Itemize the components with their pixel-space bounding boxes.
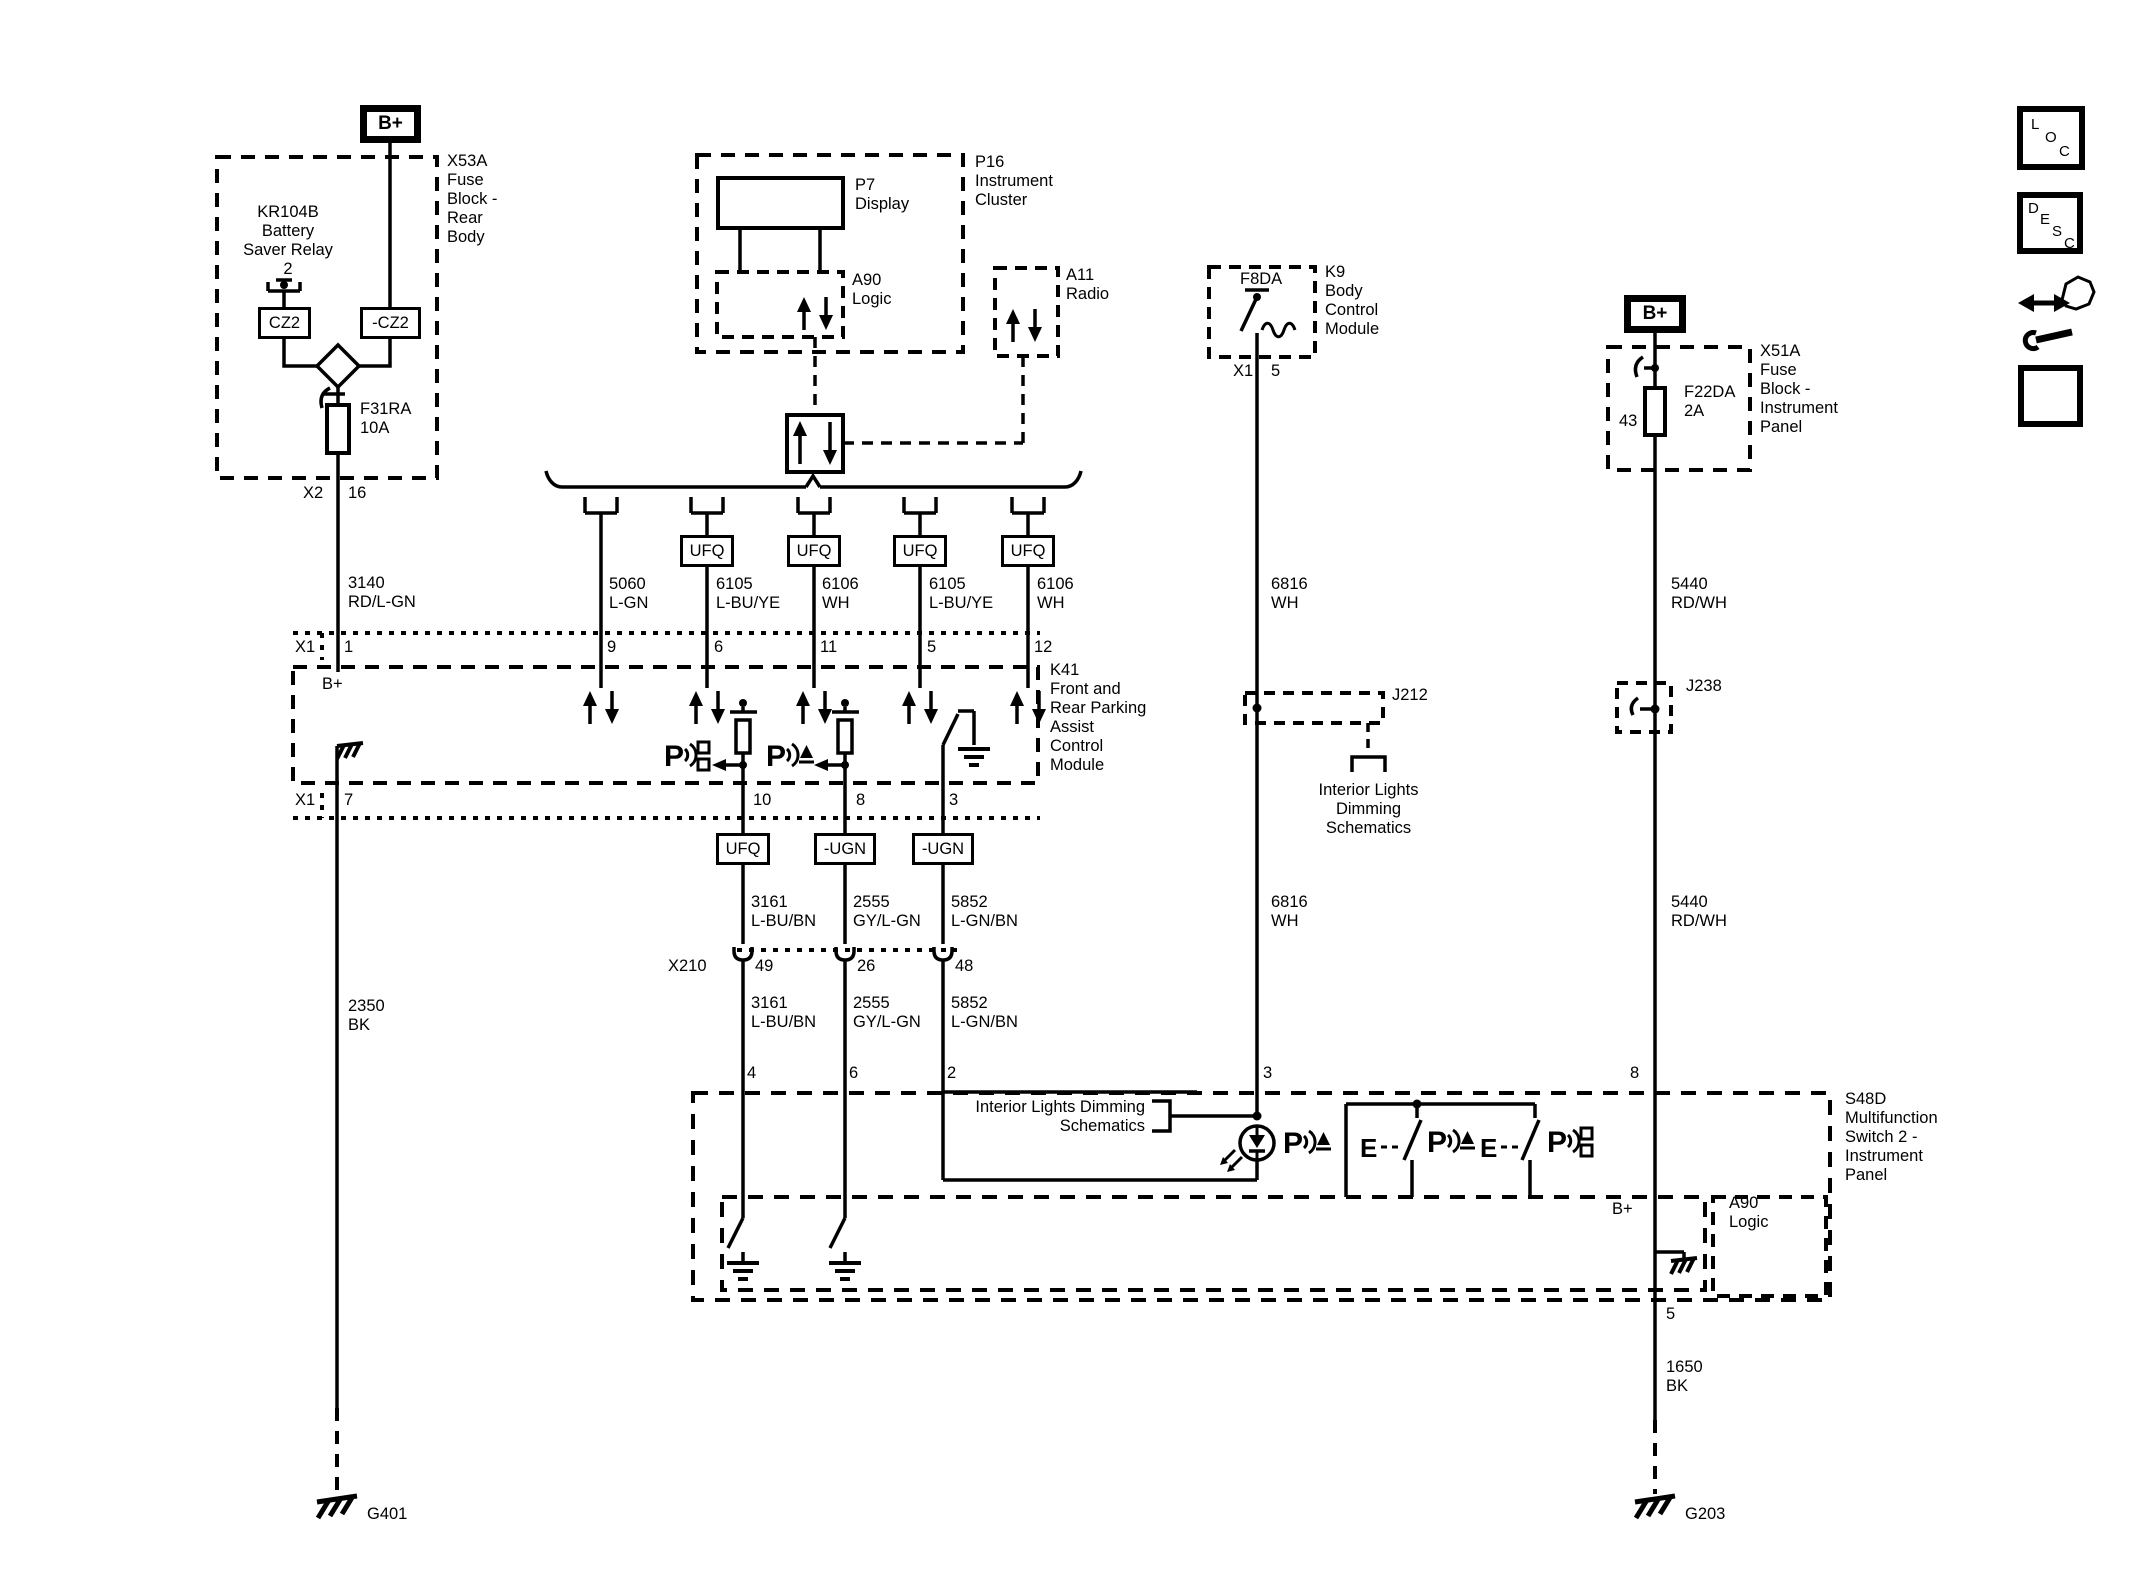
wire-6105-label: 6105 L-BU/YE [716,575,781,612]
f8da-fuse-label: F8DA [1240,270,1283,288]
x2-pin-16: 16 [348,484,367,502]
twisted-pair-ufq: UFQ [680,535,734,567]
wire-2555-label: 2555 GY/L-GN [853,893,921,930]
x210-connector-label: X210 [668,957,707,975]
k41-pin-5: 5 [927,638,937,656]
wire-3140-label: 3140 RD/L-GN [348,574,416,611]
x53a-fuse-block-lines [215,143,439,672]
k9-bcm-label: K9 Body Control Module [1325,263,1380,338]
twisted-pair-ufq: UFQ [893,535,947,567]
relay-terminal-neg-cz2: -CZ2 [360,307,421,339]
relay-terminal-cz2: CZ2 [258,307,311,339]
k41-pin-11: 11 [820,638,838,656]
wire-6106-label: 6106 WH [822,575,859,612]
x51a-lines [1606,333,1752,1300]
wire-3161-label: 3161 L-BU/BN [751,994,817,1031]
kr104b-relay-label: KR104B Battery Saver Relay 2 [243,203,333,278]
f22da-fuse-label: F22DA 2A [1684,383,1736,420]
desc-button[interactable]: D E S C [2017,192,2083,254]
wire-3161-label: 3161 L-BU/BN [751,893,817,930]
s48d-pin-5-out: 5 [1666,1305,1676,1323]
k9-x1-connector: X1 [1233,362,1254,380]
dimming-schematics-ref: Interior Lights Dimming Schematics [1318,781,1419,837]
k41-pin-1: 1 [344,638,354,656]
wire-5440-label: 5440 RD/WH [1671,893,1727,930]
bcm-lines [1207,265,1387,1116]
a11-radio-label: A11 Radio [1066,266,1110,303]
x210-pin-26: 26 [857,957,876,975]
switch-actuator-e: E [1480,1133,1497,1163]
k41-pin-6: 6 [714,638,724,656]
k41-x1-connector-bottom: X1 [295,791,316,809]
wire-6106-label: 6106 WH [1037,575,1074,612]
s48d-b-plus: B+ [1612,1200,1633,1218]
g203-ground-label: G203 [1685,1505,1726,1523]
x210-pin-48: 48 [955,957,974,975]
wire-5852-label: 5852 L-GN/BN [951,994,1018,1031]
s48d-pin-4: 4 [747,1064,757,1082]
wire-2555-label: 2555 GY/L-GN [853,994,921,1031]
k41-pin-9: 9 [607,638,617,656]
s48d-pin-2: 2 [947,1064,957,1082]
dimming-schematics-box-label: Interior Lights Dimming Schematics [975,1098,1145,1135]
k41-pin-7: 7 [344,791,354,809]
x51a-pin-43: 43 [1619,412,1638,430]
loc-button[interactable]: L O C [2017,106,2085,170]
g401-ground-label: G401 [367,1505,408,1523]
s48d-pin-6: 6 [849,1064,859,1082]
k41-x1-connector-top: X1 [295,638,316,656]
wire-5440-label: 5440 RD/WH [1671,575,1727,612]
next-page-button[interactable] [2018,365,2083,427]
twisted-pair-ufq: UFQ [1001,535,1055,567]
x2-connector-label: X2 [303,484,324,502]
wire-1650-label: 1650 BK [1666,1358,1703,1395]
wire-6816-label: 6816 WH [1271,575,1308,612]
wire-5852-label: 5852 L-GN/BN [951,893,1018,930]
k41-pin-12: 12 [1034,638,1053,656]
k41-pin-10: 10 [753,791,772,809]
p16-cluster-label: P16 Instrument Cluster [975,153,1053,209]
k41-module-lines [291,631,1048,833]
s48d-a90-logic-label: A90 Logic [1729,1194,1769,1231]
s48d-pin-8: 8 [1630,1064,1640,1082]
wire-6816-label: 6816 WH [1271,893,1308,930]
switch-actuator-e: E [1360,1133,1377,1163]
b-plus-terminal-left: B+ [360,105,421,143]
twisted-pair-neg-ugn: -UGN [912,833,974,865]
ground-wires [317,818,1675,1518]
a90-logic-label: A90 Logic [852,271,892,308]
x210-pin-49: 49 [755,957,774,975]
wire-5060-label: 5060 L-GN [609,575,649,612]
k41-b-plus: B+ [322,675,343,693]
wire-6105-label: 6105 L-BU/YE [929,575,994,612]
wire-2350-label: 2350 BK [348,997,385,1034]
cluster-radio-lines [544,153,1083,688]
s48d-lines: E E [691,1090,1832,1302]
s48d-switch-label: S48D Multifunction Switch 2 - Instrument… [1845,1090,1938,1184]
s48d-pin-3: 3 [1263,1064,1273,1082]
twisted-pair-neg-ugn: -UGN [814,833,876,865]
p7-display-label: P7 Display [855,176,910,213]
k9-pin-5: 5 [1271,362,1281,380]
j238-splice-label: J238 [1686,677,1722,695]
x53a-fuse-block-label: X53A Fuse Block - Rear Body [447,152,498,246]
b-plus-terminal-right: B+ [1624,295,1686,333]
twisted-pair-ufq: UFQ [716,833,770,865]
twisted-pair-ufq: UFQ [787,535,841,567]
k41-pin-3: 3 [949,791,959,809]
f31ra-fuse-label: F31RA 10A [360,400,412,437]
k41-module-label: K41 Front and Rear Parking Assist Contro… [1050,661,1147,774]
k41-pin-8: 8 [856,791,866,809]
output-wires [732,865,957,1093]
x51a-fuse-block-label: X51A Fuse Block - Instrument Panel [1760,342,1838,436]
j212-splice-label: J212 [1392,686,1428,704]
